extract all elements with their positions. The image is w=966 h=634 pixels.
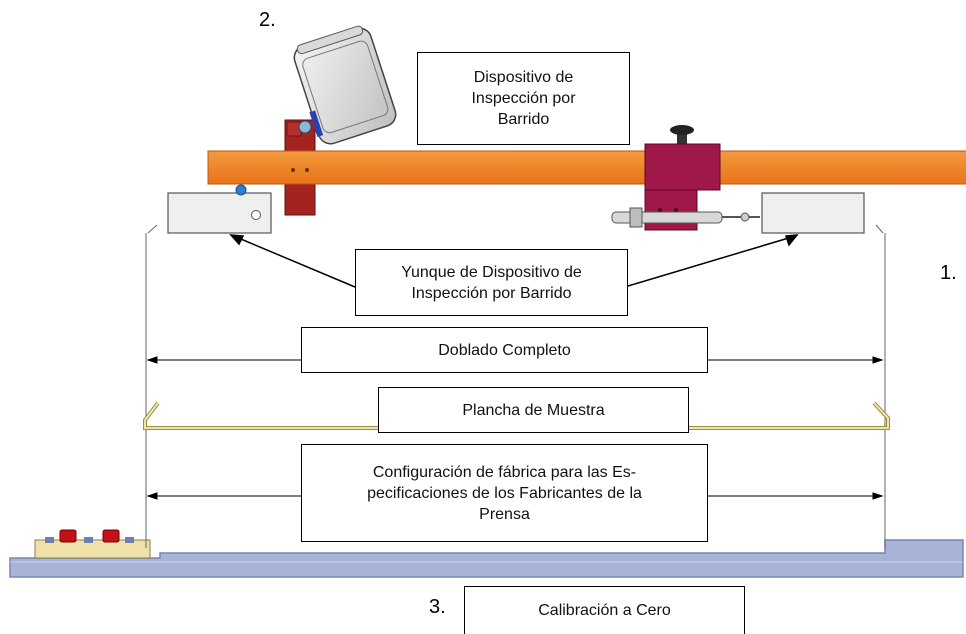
reference-lines: [145, 224, 886, 548]
scanner-device-label: Dispositivo de Inspección por Barrido: [417, 52, 630, 145]
zero-calibration-label: Calibración a Cero: [464, 586, 745, 634]
gauge-clamp: [611, 125, 760, 231]
scanner-head: [293, 25, 397, 145]
anvil-left: [167, 184, 272, 234]
press-base: [9, 539, 964, 578]
orange-beam: [207, 150, 966, 185]
factory-setting-label: Configuración de fábrica para las Es- pe…: [301, 444, 708, 542]
anvil-right: [761, 192, 865, 234]
scanner-anvil-label: Yunque de Dispositivo de Inspección por …: [355, 249, 628, 316]
sample-plate-label: Plancha de Muestra: [378, 387, 689, 433]
calibration-platform: [34, 529, 151, 559]
full-bend-label: Doblado Completo: [301, 327, 708, 373]
step-number-1: 1.: [940, 262, 957, 284]
anvil-leaders: [229, 234, 799, 288]
step-number-2: 2.: [259, 9, 276, 31]
step-number-3: 3.: [429, 596, 446, 618]
scanner-bracket-front: [286, 120, 312, 172]
